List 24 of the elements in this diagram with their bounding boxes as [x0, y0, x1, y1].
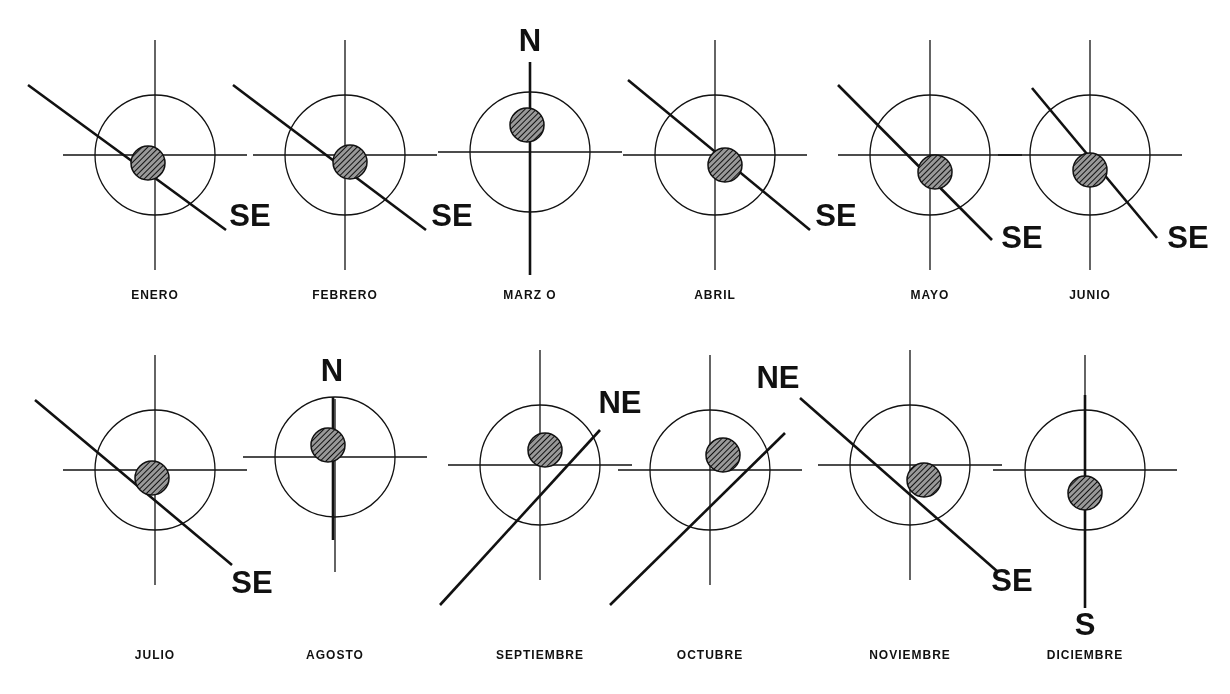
- month-label: ENERO: [131, 289, 179, 301]
- month-label: DICIEMBRE: [1046, 649, 1124, 661]
- direction-label: SE: [1001, 221, 1043, 253]
- month-label: JUNIO: [1069, 289, 1111, 301]
- month-label: AGOSTO: [306, 649, 364, 661]
- month-label: MARZ O: [503, 289, 557, 301]
- month-label: FEBRERO: [312, 289, 378, 301]
- direction-label: SE: [229, 199, 271, 231]
- direction-label: SE: [1167, 221, 1209, 253]
- direction-label: SE: [815, 199, 857, 231]
- direction-label: SE: [991, 564, 1033, 596]
- direction-label: NE: [756, 361, 800, 393]
- month-label: OCTUBRE: [676, 649, 744, 661]
- direction-label: SE: [231, 566, 273, 598]
- month-label: JULIO: [134, 649, 176, 661]
- month-label: SEPTIEMBRE: [496, 649, 584, 661]
- direction-label: S: [1074, 608, 1096, 640]
- direction-label: N: [320, 354, 344, 386]
- month-label: NOVIEMBRE: [869, 649, 951, 661]
- direction-label: SE: [431, 199, 473, 231]
- month-label: MAYO: [910, 289, 950, 301]
- month-label: ABRIL: [694, 289, 736, 301]
- direction-label: N: [518, 24, 542, 56]
- direction-label: NE: [598, 386, 642, 418]
